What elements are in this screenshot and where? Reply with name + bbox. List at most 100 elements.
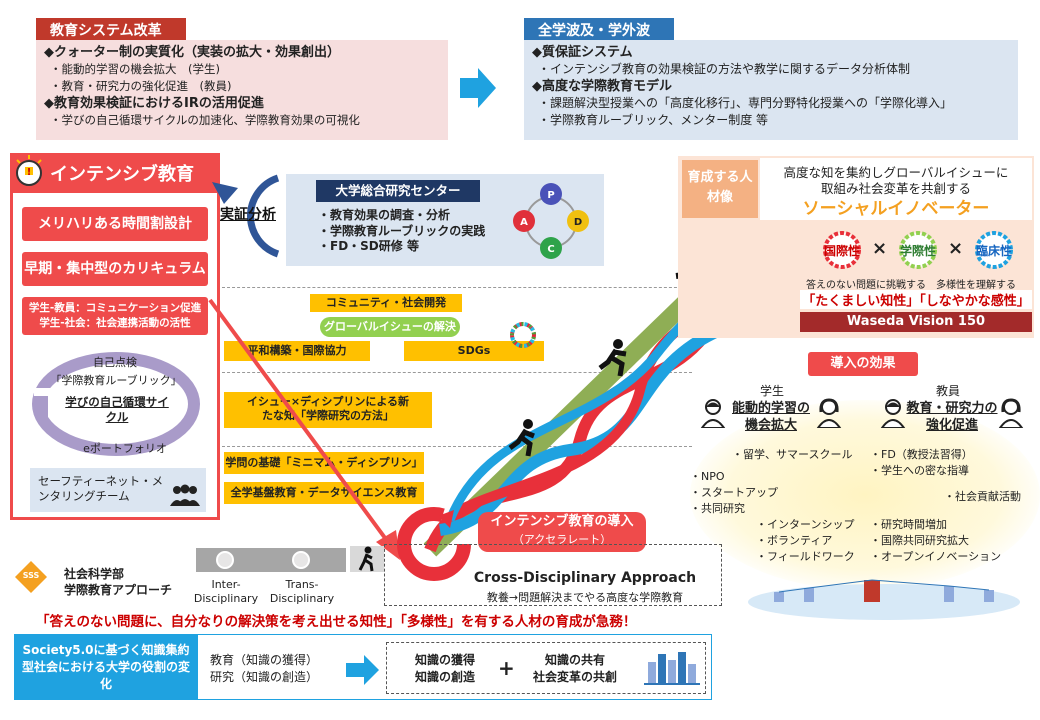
k-acquire: 知識の獲得 bbox=[414, 653, 475, 667]
trans-circle bbox=[292, 551, 310, 569]
effect-item: ・インターンシップ bbox=[756, 518, 855, 531]
effect-item: ・共同研究 bbox=[690, 502, 745, 515]
inter-label-1: Inter- bbox=[211, 578, 241, 591]
intro-badge: インテンシブ教育の導入 （アクセラレート） bbox=[478, 512, 646, 552]
pdca-d: D bbox=[574, 217, 582, 228]
knowledge-right: 知識の共有 社会変革の共創 bbox=[520, 652, 630, 686]
timetable-design-button: メリハリある時間割設計 bbox=[22, 207, 208, 241]
trans-label-1: Trans- bbox=[285, 578, 319, 591]
inter-circle bbox=[216, 551, 234, 569]
sss-name-1: 社会科学部 bbox=[64, 567, 125, 581]
badge-interdisciplinary: 学際性 bbox=[890, 230, 946, 270]
sss-name: 社会科学部 学際教育アプローチ bbox=[64, 566, 172, 598]
effect-item: ・FD（教授法習得） bbox=[870, 448, 973, 461]
runner-icon bbox=[598, 339, 627, 377]
sss-logo: SSS bbox=[14, 560, 48, 594]
rc-line: ・FD・SD研修 等 bbox=[318, 239, 419, 253]
minimum-discipline-box: 学問の基礎「ミニマム・ディシプリン」 bbox=[224, 452, 424, 474]
foundation-box: 全学基盤教育・データサイエンス教育 bbox=[224, 482, 424, 504]
verification-label: 実証分析 bbox=[220, 207, 276, 223]
society-box-text: Society5.0に基づく知識集約型社会における大学の役割の変化 bbox=[21, 643, 190, 691]
sss-logo-text: SSS bbox=[22, 571, 40, 580]
badge-interdisciplinary-text: 学際性 bbox=[899, 244, 936, 258]
community-box: コミュニティ・社会開発 bbox=[310, 294, 462, 312]
knowledge-dashed-box bbox=[386, 642, 706, 694]
inter-label-2: Disciplinary bbox=[193, 592, 259, 605]
trans-label-2: Disciplinary bbox=[269, 592, 335, 605]
cda-sub: 教養→問題解決までやる高度な学際教育 bbox=[486, 591, 684, 604]
faculty-label: 教員 bbox=[936, 384, 961, 398]
research-center-title: 大学総合研究センター bbox=[316, 180, 480, 202]
intensive-title: インテンシブ教育 bbox=[50, 164, 194, 185]
intro-sub: （アクセラレート） bbox=[512, 533, 612, 546]
divider-line bbox=[222, 372, 692, 373]
research-line: 研究（知識の創造） bbox=[210, 670, 319, 684]
cycle-center-label: 学びの自己循環サイクル bbox=[62, 395, 172, 425]
talent-title: ソーシャルイノベーター bbox=[802, 199, 990, 219]
peace-box: 平和構築・国際協力 bbox=[224, 341, 370, 361]
times-sign: × bbox=[872, 238, 888, 259]
effect-item: ・学生への密な指導 bbox=[870, 464, 969, 477]
right-arrow-icon bbox=[460, 68, 496, 108]
cycle-eportfolio: eポートフォリオ bbox=[83, 442, 167, 455]
accelerate-arrow bbox=[208, 298, 400, 560]
communication-box: 学生-教員：コミュニケーション促進 学生-社会：社会連携活動の活性 bbox=[22, 297, 208, 335]
society-box: Society5.0に基づく知識集約型社会における大学の役割の変化 bbox=[14, 634, 198, 700]
talent-label-text: 育成する人材像 bbox=[687, 170, 753, 205]
talent-top-white bbox=[760, 158, 1032, 220]
verification-curve-arrow bbox=[212, 174, 280, 258]
badge-clinical: 臨床性 bbox=[966, 230, 1022, 270]
runner-icon bbox=[508, 419, 535, 457]
reform-line: ・教育・研究力の強化促進 (教員) bbox=[50, 79, 232, 93]
pdca-cycle-icon: P D C A bbox=[513, 183, 589, 259]
badge-clinical-text: 臨床性 bbox=[975, 244, 1012, 258]
pdca-a: A bbox=[520, 217, 528, 228]
intensive-curriculum-button: 早期・集中型のカリキュラム bbox=[22, 252, 208, 286]
effect-item: ・留学、サマースクール bbox=[732, 448, 853, 461]
rc-line: ・学際教育ルーブリックの実践 bbox=[318, 223, 486, 238]
walker-icon bbox=[358, 546, 374, 572]
reform-line: ◆教育効果検証におけるIRの活用促進 bbox=[44, 96, 264, 111]
dissemination-header: 全学波及・学外波及 bbox=[524, 18, 674, 59]
student-effect-head: 能動的学習の機会拡大 bbox=[731, 401, 810, 433]
times-sign: × bbox=[948, 238, 964, 259]
talent-line-2: 取組み社会変革を共創する bbox=[820, 181, 971, 196]
talent-caption-1: 答えのない問題に挑戦する bbox=[806, 280, 926, 291]
inter-label: Inter- Disciplinary bbox=[190, 578, 262, 606]
student-label: 学生 bbox=[760, 384, 785, 398]
dissemination-panel: ◆質保証システム ・インテンシブ教育の効果検証の方法や教学に関するデータ分析体制… bbox=[524, 40, 1018, 140]
dissem-line: ◆高度な学際教育モデル bbox=[532, 79, 672, 94]
badge-international-text: 国際性 bbox=[823, 244, 860, 258]
reform-line: ・学びの自己循環サイクルの加速化、学際教育効果の可視化 bbox=[50, 113, 360, 127]
effect-item: ・研究時間増加 bbox=[870, 518, 947, 531]
dissem-line: ・課題解決型授業への「高度化移行」、専門分野特化授業への「学際化導入」 bbox=[538, 96, 953, 110]
cycle-rubric: 「学際教育ルーブリック」 bbox=[50, 374, 182, 387]
global-issue-pill: グローバルイシューの解決 bbox=[320, 317, 460, 337]
badge-international: 国際性 bbox=[814, 230, 870, 270]
plus-sign: + bbox=[498, 656, 515, 680]
student-male-icon bbox=[700, 399, 726, 428]
edu-line: 教育（知識の獲得） bbox=[210, 653, 319, 667]
faculty-female-icon bbox=[998, 398, 1024, 428]
effects-glow bbox=[690, 400, 1040, 590]
safety-net-text: セーフティーネット・メンタリングチーム bbox=[38, 474, 164, 503]
effect-item: ・国際共同研究拡大 bbox=[870, 534, 969, 547]
dissem-line: ・インテンシブ教育の効果検証の方法や教学に関するデータ分析体制 bbox=[538, 62, 911, 76]
edu-reform-panel: ◆クォーター制の実質化（実装の拡大・効果創出） ・能動的学習の機会拡大 (学生)… bbox=[36, 40, 448, 140]
divider-line bbox=[222, 446, 692, 447]
team-icon bbox=[170, 484, 200, 506]
talent-quote: 「たくましい知性」「しなやかな感性」 bbox=[800, 290, 1032, 309]
k-create: 知識の創造 bbox=[414, 670, 475, 684]
reform-line: ・能動的学習の機会拡大 (学生) bbox=[50, 62, 220, 76]
effect-item: ・NPO bbox=[690, 470, 725, 483]
effect-item: ・フィールドワーク bbox=[756, 550, 855, 563]
reform-line: ◆クォーター制の実質化（実装の拡大・効果創出） bbox=[44, 45, 340, 60]
effect-item: ・社会貢献活動 bbox=[944, 490, 1021, 503]
talent-line-1: 高度な知を集約しグローバルイシューに bbox=[783, 165, 1009, 180]
cycle-center-text: 学びの自己循環サイクル bbox=[65, 395, 169, 424]
divider-line bbox=[222, 287, 692, 288]
svg-text:!: ! bbox=[27, 167, 32, 178]
knowledge-left: 知識の獲得 知識の創造 bbox=[400, 652, 490, 686]
research-center-lines: ・教育効果の調査・分析 ・学際教育ルーブリックの実践 ・FD・SD研修 等 bbox=[318, 208, 518, 255]
faculty-effect-head: 教育・研究力の強化促進 bbox=[906, 401, 998, 433]
